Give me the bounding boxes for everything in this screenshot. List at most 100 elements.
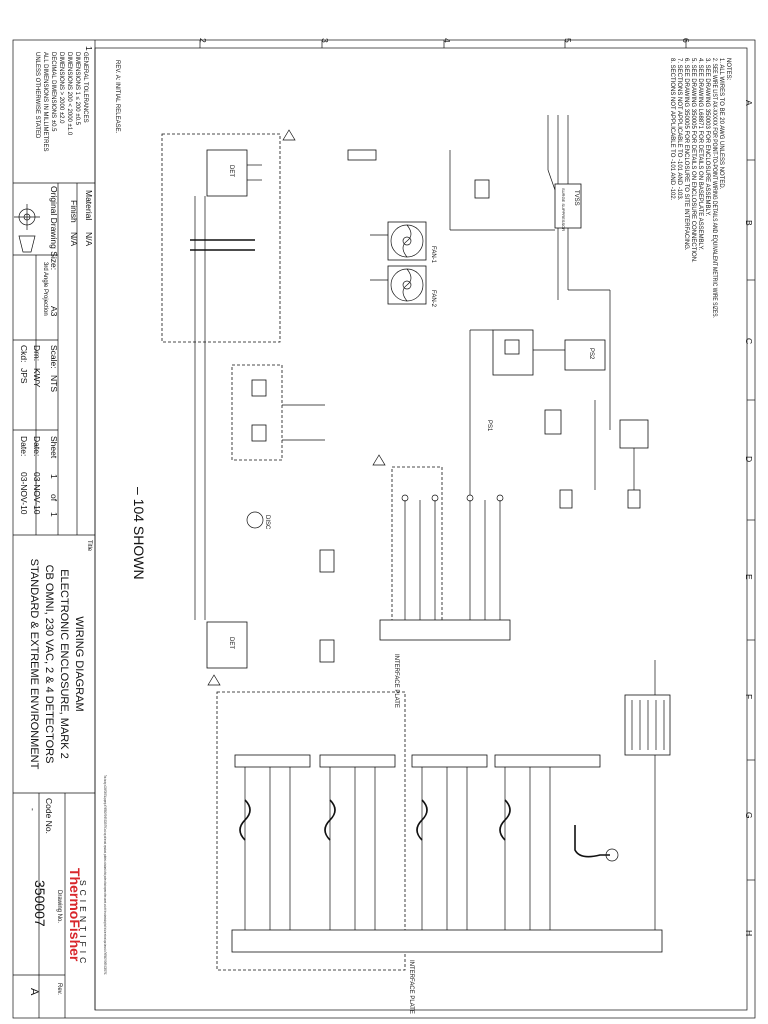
fan-section: FAN-1 FAN-2 bbox=[370, 221, 436, 308]
note-3: 3. SEE DRAWING 350003 FOR ENCLOSURE ASSE… bbox=[704, 58, 710, 217]
zone-letter-c: C bbox=[744, 338, 754, 344]
confidentiality-note: This drawing is CONFIDENTIAL property of… bbox=[103, 775, 108, 975]
note-5: 5. SEE DRAWING 350005 FOR DETAILS ON ENC… bbox=[690, 58, 696, 263]
sheet-of: of bbox=[49, 494, 59, 502]
svg-text:This drawing is CONFIDENTIAL p: This drawing is CONFIDENTIAL property of… bbox=[103, 775, 108, 975]
third-angle-projection-icon bbox=[14, 204, 40, 253]
interface-plate-1 bbox=[379, 619, 511, 641]
tvss-label: TVSS bbox=[573, 190, 579, 206]
ps2-label: PS2 bbox=[588, 348, 594, 360]
brand-scientific: SCIENTIFIC bbox=[78, 880, 88, 967]
detector-a-label: DET bbox=[228, 165, 234, 177]
note-8: 8. SECTIONS NOT APPLICABLE TO -101 AND -… bbox=[669, 58, 675, 201]
note-triangle-icon bbox=[282, 129, 296, 141]
drawing-number-value: 350007 bbox=[32, 880, 48, 927]
tolerance-line-4: DECIMAL DIMENSIONS ±0.5 bbox=[50, 52, 56, 132]
zone-letter-e: E bbox=[744, 574, 754, 580]
code-label: Code No. bbox=[44, 798, 54, 834]
note-1: 1. ALL WIRES TO BE 20 AWG UNLESS NOTED. bbox=[718, 58, 724, 190]
tolerance-line-6: UNLESS OTHERWISE STATED bbox=[34, 52, 40, 139]
zone-letter-h: H bbox=[744, 930, 754, 936]
zone-letter-f: F bbox=[744, 694, 754, 699]
zone-number-4: 4 bbox=[442, 38, 452, 43]
title-line-3: CB OMNI, 230 VAC, 2 & 4 DETECTORS bbox=[43, 565, 55, 764]
tolerance-line-1: DIMENSIONS 1 ≤ 200 ±0.5 bbox=[74, 52, 80, 126]
interface-plate-2-label: INTERFACE PLATE bbox=[408, 960, 414, 1014]
material-label: Material bbox=[84, 190, 94, 220]
finish-value: N/A bbox=[69, 232, 79, 247]
projection-label: 3rd Angle Projection bbox=[42, 262, 48, 316]
dashed-section-3 bbox=[216, 691, 406, 971]
fan-1-label: FAN-1 bbox=[430, 246, 436, 264]
note-triangle-icon bbox=[372, 454, 386, 466]
dashed-section-2 bbox=[231, 364, 283, 461]
interface-plate-upper: INTERFACE PLATE bbox=[379, 466, 511, 708]
tolerance-line-3: DIMENSIONS > 2000 ±2.0 bbox=[58, 52, 64, 124]
tolerance-line-5: ALL DIMENSIONS IN MILLIMETRES bbox=[42, 52, 48, 151]
material-value: N/A bbox=[84, 232, 94, 247]
title-label: Title bbox=[86, 540, 92, 552]
terminal-block bbox=[624, 694, 671, 756]
disconnect-icon bbox=[246, 511, 264, 529]
detector-b-box bbox=[206, 621, 248, 669]
note-triangle-icon bbox=[207, 674, 221, 686]
finish-label: Finish bbox=[69, 200, 79, 223]
zone-letter-g: G bbox=[744, 812, 754, 819]
drawn-date-value: 03-NOV-10 bbox=[32, 472, 42, 515]
drawn-value: KWY bbox=[32, 368, 42, 388]
drawing-number-label: Drawing No. bbox=[56, 890, 62, 923]
notes-heading: NOTES: bbox=[725, 58, 731, 81]
drawn-date-label: Date: bbox=[32, 436, 42, 456]
interface-plate-1-label: INTERFACE PLATE bbox=[393, 654, 399, 708]
tolerance-line-2: DIMENSIONS 200 < 2000 ±1.0 bbox=[66, 52, 72, 136]
zone-numbers: 1 2 3 4 5 6 bbox=[84, 38, 691, 51]
detector-b-label: DET bbox=[228, 637, 234, 649]
title-line-2: ELECTRONIC ENCLOSURE, MARK 2 bbox=[58, 569, 70, 758]
zone-letters: A B C D E F G H bbox=[744, 100, 755, 936]
external-device-section bbox=[574, 660, 671, 930]
power-supply-section: PS2 PS1 bbox=[469, 329, 649, 509]
note-7: 7. SECTIONS NOT APPLICABLE TO -101 AND -… bbox=[676, 58, 682, 201]
code-value: - bbox=[28, 808, 38, 811]
zone-letter-a: A bbox=[744, 100, 754, 106]
rev-label: Rev. bbox=[56, 983, 62, 995]
zone-number-6: 6 bbox=[681, 38, 691, 43]
main-title: – 104 SHOWN bbox=[131, 487, 147, 580]
note-4: 4. SEE DRAWING L68871 FOR DETAILS ON BAS… bbox=[697, 58, 703, 251]
fan-2-label: FAN-2 bbox=[430, 290, 436, 308]
scale-value: NTS bbox=[49, 375, 59, 392]
tolerances-heading: GENERAL TOLERANCES bbox=[82, 52, 88, 123]
power-input-section: TVSS SURGE SUPPRESSOR bbox=[347, 115, 611, 430]
ps1-label: PS1 bbox=[486, 420, 492, 432]
sensor-icon bbox=[605, 848, 619, 862]
drawing-size-value: A3 bbox=[49, 306, 59, 317]
sheet-value: 1 bbox=[49, 474, 59, 479]
zone-letter-d: D bbox=[744, 456, 754, 462]
checked-value: JPS bbox=[19, 368, 29, 384]
tvss-box bbox=[554, 183, 582, 229]
note-2: 2. SEE WIRE LIST AX-XXXXX FOR POINT-TO-P… bbox=[711, 58, 717, 318]
checked-date-value: 03-NOV-10 bbox=[19, 472, 29, 515]
zone-number-1: 1 bbox=[84, 46, 94, 51]
drawing-size-label: Original Drawing Size: bbox=[49, 186, 59, 270]
detector-a-box bbox=[206, 149, 248, 197]
title-block: GENERAL TOLERANCES DIMENSIONS 1 ≤ 200 ±0… bbox=[13, 48, 96, 1018]
zone-number-3: 3 bbox=[320, 38, 330, 43]
rev-value: A bbox=[28, 988, 40, 996]
brand-thermo-fisher-logo: ThermoFisher bbox=[67, 868, 83, 962]
checked-label: Ckd: bbox=[19, 345, 29, 362]
title-line-4: STANDARD & EXTREME ENVIRONMENT bbox=[28, 559, 40, 770]
sheet-label: Sheet bbox=[49, 436, 59, 459]
scale-label: Scale: bbox=[49, 345, 59, 369]
lower-sections: INTERFACE PLATE bbox=[216, 691, 663, 1014]
warning-triangles bbox=[207, 129, 386, 686]
sheet-total: 1 bbox=[49, 512, 59, 517]
checked-date-label: Date: bbox=[19, 436, 29, 456]
inner-border bbox=[94, 47, 748, 1011]
zone-number-5: 5 bbox=[563, 38, 573, 43]
zone-letter-b: B bbox=[744, 220, 754, 226]
surge-label: SURGE SUPPRESSOR bbox=[561, 188, 566, 231]
zone-number-2: 2 bbox=[198, 38, 208, 43]
note-6: 6. SEE DRAWING 350005 FOR ENCLOSURE TO S… bbox=[683, 58, 689, 251]
interface-plate-2 bbox=[231, 929, 663, 953]
